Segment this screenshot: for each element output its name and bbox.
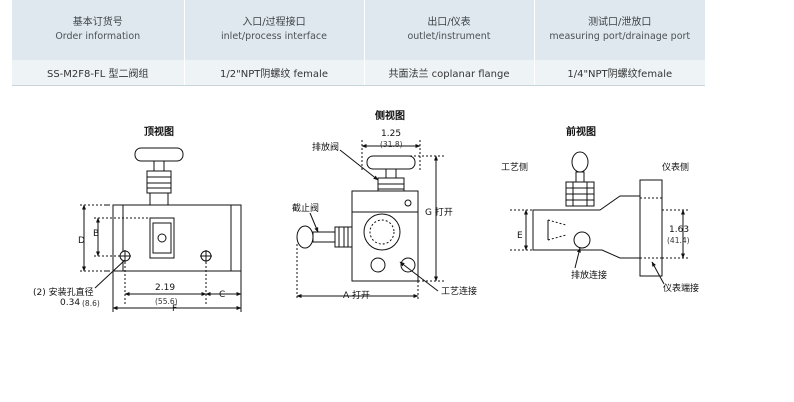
top-view-title: 顶视图 (144, 127, 174, 138)
front-view-drawing (510, 151, 690, 285)
side-view-drawing (296, 140, 445, 300)
dim-163-label: 1.63 (669, 225, 690, 235)
cell-outlet: 共面法兰 coplanar flange (363, 60, 534, 86)
hole-size-mm: (8.6) (82, 299, 100, 308)
cell-inlet: 1/2"NPT阴螺纹 female (183, 60, 364, 86)
instrument-side-label: 仪表侧 (662, 163, 690, 173)
hole-size-in: 0.34 (60, 298, 81, 308)
process-connection-label: 工艺连接 (441, 287, 478, 297)
instrument-connection-label: 仪表端接 (663, 284, 700, 294)
dim-414-label: (41.4) (667, 236, 690, 245)
front-view-title: 前视图 (566, 127, 596, 138)
dim-125-label: 1.25 (381, 129, 402, 139)
dim-c-label: C (219, 290, 226, 300)
side-view-title: 侧视图 (375, 111, 405, 122)
cell-order-number: SS-M2F8-FL 型二阀组 (12, 60, 184, 86)
dim-318-label: (31.8) (380, 140, 403, 149)
bleed-valve-label: 排放阀 (312, 143, 340, 153)
drain-connection-label: 排放连接 (571, 271, 608, 281)
table-row: SS-M2F8-FL 型二阀组 1/2"NPT阴螺纹 female 共面法兰 c… (12, 60, 705, 86)
dim-e-label: E (517, 231, 523, 241)
dim-g-label: G 打开 (425, 208, 453, 218)
dim-f-label: F (172, 304, 178, 314)
dim-219-label: 2.19 (155, 283, 176, 293)
dim-b-label: B (93, 229, 100, 239)
dim-a-label: A 打开 (343, 291, 371, 301)
cell-measuring-port: 1/4"NPT阴螺纹female (533, 60, 705, 86)
shutoff-valve-label: 截止阀 (292, 204, 320, 214)
hole-label: (2) 安装孔直径 (33, 288, 94, 298)
dim-d-label: D (78, 236, 85, 246)
process-side-label: 工艺侧 (501, 163, 529, 173)
dim-556-label: (55.6) (155, 297, 178, 306)
top-view-drawing (80, 147, 242, 312)
